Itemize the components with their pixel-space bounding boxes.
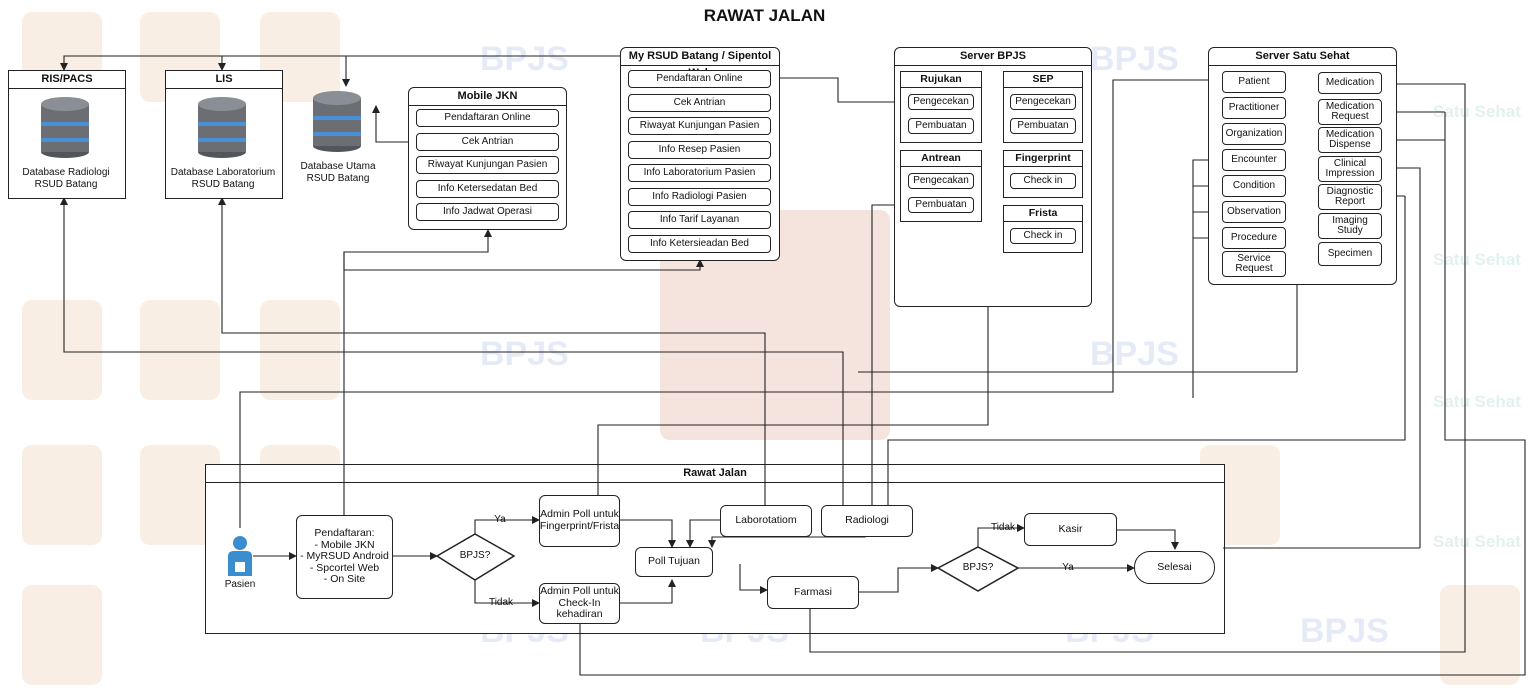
rujukan-title: Rujukan bbox=[901, 72, 981, 88]
satu-sehat-resource: Patient bbox=[1222, 71, 1286, 93]
pendaftaran-line: Pendaftaran: bbox=[314, 527, 375, 540]
watermark-logo bbox=[22, 585, 102, 685]
watermark-logo bbox=[140, 300, 220, 400]
bpjs-decision-2-label: BPJS? bbox=[962, 562, 994, 573]
server-bpjs-title: Server BPJS bbox=[895, 48, 1091, 66]
myrsud-item: Info Radiologi Pasien bbox=[628, 188, 771, 206]
main-db-label: Database Utama RSUD Batang bbox=[292, 161, 384, 184]
pendaftaran-line: - Spcortel Web bbox=[309, 561, 380, 574]
satu-sehat-resource: Observation bbox=[1222, 201, 1286, 223]
tidak-label: Tidak bbox=[990, 522, 1016, 533]
poli-tujuan-node: Poll Tujuan bbox=[635, 547, 713, 577]
mobile-jkn-item: Riwayat Kunjungan Pasien bbox=[416, 156, 559, 174]
ya-label: Ya bbox=[1062, 562, 1074, 573]
admin-checkin-node: Admin Poll untuk Check-In kehadiran bbox=[539, 583, 620, 624]
kasir-node: Kasir bbox=[1024, 513, 1117, 546]
antrean-item: Pembuatan bbox=[908, 197, 974, 213]
watermark-logo bbox=[22, 300, 102, 400]
bpjs-decision-2 bbox=[936, 546, 1020, 592]
satu-sehat-resource: Diagnostic Report bbox=[1318, 184, 1382, 210]
mobile-jkn-item: Info Jadwat Operasi bbox=[416, 203, 559, 221]
mobile-jkn-item: Info Ketersedatan Bed bbox=[416, 180, 559, 198]
antrean-title: Antrean bbox=[901, 151, 981, 167]
ris-pacs-panel: RIS/PACS bbox=[8, 70, 126, 199]
ris-db-label-line: RSUD Batang bbox=[34, 178, 98, 190]
lis-db-label-line: RSUD Batang bbox=[191, 178, 255, 190]
satu-sehat-resource: Service Request bbox=[1222, 251, 1286, 277]
satu-sehat-resource: Medication bbox=[1318, 72, 1382, 94]
pasien-label: Pasien bbox=[224, 579, 256, 590]
lis-db-label-line: Database Laboratorium bbox=[170, 167, 276, 178]
admin-fingerprint-node: Admin Poll untuk Fingerprint/Frista bbox=[539, 495, 620, 547]
pendaftaran-node: Pendaftaran: - Mobile JKN - MyRSUD Andro… bbox=[296, 515, 393, 599]
satu-sehat-resource: Procedure bbox=[1222, 227, 1286, 249]
database-icon bbox=[312, 90, 362, 157]
bpjs-decision-1-label: BPJS? bbox=[459, 550, 491, 561]
selesai-node: Selesai bbox=[1134, 551, 1215, 584]
myrsud-item: Pendaftaran Online bbox=[628, 70, 771, 88]
satu-sehat-resource: Encounter bbox=[1222, 149, 1286, 171]
database-icon bbox=[40, 96, 90, 163]
satu-sehat-resource: Clinical Impression bbox=[1318, 156, 1382, 182]
watermark-logo bbox=[260, 300, 340, 400]
lis-title: LIS bbox=[166, 71, 282, 89]
satu-sehat-resource: Medication Request bbox=[1318, 99, 1382, 125]
main-db-label-line: Database Utama bbox=[300, 161, 376, 172]
mobile-jkn-item: Cek Antrian bbox=[416, 133, 559, 151]
mobile-jkn-item: Pendaftaran Online bbox=[416, 109, 559, 127]
myrsud-item: Info Ketersieadan Bed bbox=[628, 235, 771, 253]
myrsud-item: Info Laboratorium Pasien bbox=[628, 164, 771, 182]
pendaftaran-line: - MyRSUD Android bbox=[300, 550, 389, 563]
ris-db-label-line: Database Radiologi bbox=[22, 167, 110, 178]
sep-item: Pembuatan bbox=[1010, 118, 1076, 134]
frista-title: Frista bbox=[1004, 206, 1082, 222]
sep-title: SEP bbox=[1004, 72, 1082, 88]
satu-sehat-resource: Practitioner bbox=[1222, 97, 1286, 119]
satu-sehat-resource: Imaging Study bbox=[1318, 213, 1382, 239]
rujukan-item: Pengecekan bbox=[908, 94, 974, 110]
sep-item: Pengecekan bbox=[1010, 94, 1076, 110]
mobile-jkn-title: Mobile JKN bbox=[409, 88, 566, 106]
antrean-item: Pengecakan bbox=[908, 173, 974, 189]
lis-panel: LIS bbox=[165, 70, 283, 199]
myrsud-item: Cek Antrian bbox=[628, 94, 771, 112]
page-title: RAWAT JALAN bbox=[703, 6, 826, 25]
satu-sehat-resource: Condition bbox=[1222, 175, 1286, 197]
main-db-label-line: RSUD Batang bbox=[306, 172, 370, 184]
myrsud-item: Info Resep Pasien bbox=[628, 141, 771, 159]
fingerprint-title: Fingerprint bbox=[1004, 151, 1082, 167]
lis-db-label: Database Laboratorium RSUD Batang bbox=[165, 167, 281, 190]
bpjs-decision-1 bbox=[435, 533, 516, 581]
tidak-label: Tidak bbox=[488, 597, 514, 608]
ris-db-label: Database Radiologi RSUD Batang bbox=[8, 167, 124, 190]
satu-sehat-resource: Organization bbox=[1222, 123, 1286, 145]
pendaftaran-line: - Mobile JKN bbox=[314, 538, 375, 551]
frista-item: Check in bbox=[1010, 228, 1076, 244]
ris-pacs-title: RIS/PACS bbox=[9, 71, 125, 89]
myrsud-item: Riwayat Kunjungan Pasien bbox=[628, 117, 771, 135]
watermark-logo bbox=[22, 445, 102, 545]
satu-sehat-resource: Medication Dispense bbox=[1318, 127, 1382, 153]
ya-label: Ya bbox=[494, 514, 506, 525]
satu-sehat-resource: Specimen bbox=[1318, 242, 1382, 266]
farmasi-node: Farmasi bbox=[767, 576, 859, 609]
radiologi-node: Radiologi bbox=[821, 505, 913, 537]
rujukan-item: Pembuatan bbox=[908, 118, 974, 134]
database-icon bbox=[197, 96, 247, 163]
fingerprint-item: Check in bbox=[1010, 173, 1076, 189]
myrsud-title: My RSUD Batang / Sipentol Web bbox=[621, 48, 779, 79]
rawat-jalan-title: Rawat Jalan bbox=[206, 465, 1224, 483]
myrsud-item: Info Tarif Layanan bbox=[628, 211, 771, 229]
watermark-logo bbox=[1440, 585, 1520, 685]
pendaftaran-line: - On Site bbox=[323, 573, 366, 586]
patient-icon bbox=[226, 536, 254, 581]
laboratorium-node: Laborotatiom bbox=[720, 505, 812, 537]
server-satu-sehat-title: Server Satu Sehat bbox=[1209, 48, 1396, 66]
